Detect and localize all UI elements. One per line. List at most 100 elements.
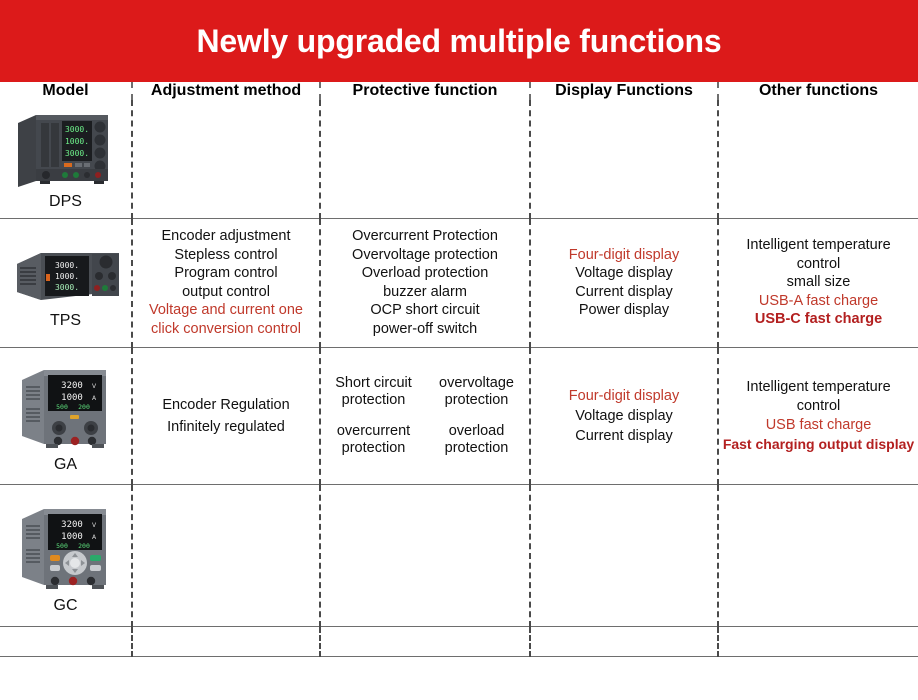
svg-text:3200: 3200: [61, 520, 83, 530]
model-label: GA: [53, 455, 78, 473]
cell-protective-partial: [319, 626, 530, 657]
svg-text:3000.: 3000.: [64, 149, 88, 158]
line-highlight: Four-digit display: [568, 387, 680, 404]
grid-item: overvoltage protection: [439, 374, 514, 408]
svg-text:A: A: [91, 395, 96, 402]
svg-text:3000.: 3000.: [54, 283, 78, 292]
line: buzzer alarm: [383, 283, 467, 300]
cell-adjustment-dps: [131, 100, 320, 219]
line: Encoder Regulation: [162, 396, 290, 413]
grid-item: Short circuit protection: [335, 374, 412, 408]
text-block: Four-digit display Voltage display Curre…: [531, 242, 717, 324]
cell-display-ga: Four-digit display Voltage display Curre…: [529, 347, 718, 485]
text-block: Intelligent temperature control USB fast…: [719, 374, 918, 458]
svg-text:3000.: 3000.: [54, 261, 78, 270]
cell-display-dps: [529, 100, 718, 219]
line: control: [796, 255, 841, 272]
line-highlight: USB-A fast charge: [758, 292, 879, 309]
line: Stepless control: [174, 246, 278, 263]
text-block: Intelligent temperature control small si…: [719, 232, 918, 333]
svg-text:V: V: [91, 383, 96, 390]
line-highlight: Four-digit display: [568, 246, 680, 263]
svg-text:1000.: 1000.: [64, 137, 88, 146]
line: output control: [182, 283, 270, 300]
line: Current display: [575, 427, 673, 444]
line: Encoder adjustment: [161, 228, 291, 244]
model-label: TPS: [49, 311, 82, 329]
cell-protective-tps: Overcurrent Protection Overvoltage prote…: [319, 218, 530, 348]
text-block: Encoder adjustment Stepless control Prog…: [133, 223, 319, 342]
column-header-display-functions: Display Functions: [529, 82, 718, 100]
model-cell-dps: 3000. 1000. 3000.: [0, 100, 132, 219]
column-header-adjustment-method: Adjustment method: [131, 82, 320, 100]
dps-power-supply-icon: 3000. 1000. 3000.: [0, 107, 131, 191]
cell-adjustment-partial: [131, 626, 320, 657]
cell-other-partial: [717, 626, 918, 657]
line: Voltage display: [575, 265, 673, 281]
svg-text:3000.: 3000.: [64, 125, 88, 134]
column-header-model: Model: [42, 82, 89, 99]
page-title: Newly upgraded multiple functions: [196, 22, 722, 59]
column-header-other-functions: Other functions: [717, 82, 918, 100]
table-row: 3200 V 1000 A 500 200: [0, 484, 918, 627]
line: Overload protection: [361, 265, 489, 281]
model-cell-tps: 3000. 1000. 3000. TPS: [0, 218, 132, 348]
table-row-partial: [0, 626, 918, 657]
table-row: 3000. 1000. 3000.: [0, 100, 918, 219]
line: power-off switch: [372, 320, 478, 337]
cell-protective-ga: Short circuit protection overvoltage pro…: [319, 347, 530, 485]
cell-display-partial: [529, 626, 718, 657]
table-row: 3000. 1000. 3000. TPS: [0, 218, 918, 348]
svg-text:500: 500: [56, 403, 68, 411]
table-header-row: Model Adjustment method Protective funct…: [0, 82, 918, 100]
line-highlight: Voltage and current one: [149, 302, 303, 318]
grid-item: overload protection: [444, 422, 509, 456]
cell-other-dps: [717, 100, 918, 219]
line: Overvoltage protection: [352, 246, 498, 263]
cell-display-gc: [529, 484, 718, 627]
line: OCP short circuit: [370, 302, 480, 318]
line-highlight-bold: Fast charging output display: [722, 435, 915, 452]
tps-power-supply-icon: 3000. 1000. 3000.: [0, 236, 131, 310]
line-highlight-bold: USB-C fast charge: [754, 311, 883, 328]
svg-text:V: V: [91, 522, 96, 529]
model-cell-gc: 3200 V 1000 A 500 200: [0, 484, 132, 627]
line-highlight: click conversion control: [151, 320, 301, 337]
line: Voltage display: [575, 407, 673, 424]
cell-protective-dps: [319, 100, 530, 219]
line: Intelligent temperature: [746, 378, 891, 395]
column-header-protective-function: Protective function: [319, 82, 530, 100]
svg-text:500: 500: [56, 542, 68, 550]
svg-text:1000: 1000: [61, 532, 83, 542]
cell-adjustment-ga: Encoder Regulation Infinitely regulated: [131, 347, 320, 485]
page-banner: Newly upgraded multiple functions: [0, 0, 918, 82]
cell-display-tps: Four-digit display Voltage display Curre…: [529, 218, 718, 348]
line: Current display: [575, 283, 673, 300]
model-label: GC: [53, 597, 78, 614]
feature-comparison-table: Model Adjustment method Protective funct…: [0, 82, 918, 657]
text-block: Encoder Regulation Infinitely regulated: [133, 390, 319, 442]
cell-other-tps: Intelligent temperature control small si…: [717, 218, 918, 348]
cell-adjustment-tps: Encoder adjustment Stepless control Prog…: [131, 218, 320, 348]
svg-text:1000: 1000: [61, 393, 83, 403]
line: Intelligent temperature: [746, 237, 891, 254]
line: Infinitely regulated: [167, 418, 285, 435]
model-label: DPS: [49, 192, 82, 210]
svg-text:1000.: 1000.: [54, 272, 78, 281]
protective-grid: Short circuit protection overvoltage pro…: [321, 369, 529, 463]
line: Overcurrent Protection: [352, 228, 498, 244]
table-row: 3200 V 1000 A 500 200: [0, 347, 918, 485]
ga-power-supply-icon: 3200 V 1000 A 500 200: [0, 358, 131, 454]
grid-item: overcurrent protection: [336, 422, 411, 456]
cell-adjustment-gc: [131, 484, 320, 627]
svg-text:200: 200: [78, 403, 90, 411]
text-block: Four-digit display Voltage display Curre…: [531, 382, 717, 450]
model-cell-partial: [0, 626, 132, 657]
line: control: [796, 397, 841, 414]
cell-other-gc: [717, 484, 918, 627]
svg-text:200: 200: [78, 542, 90, 550]
text-block: Overcurrent Protection Overvoltage prote…: [321, 223, 529, 342]
svg-text:3200: 3200: [61, 381, 83, 391]
cell-protective-gc: [319, 484, 530, 627]
